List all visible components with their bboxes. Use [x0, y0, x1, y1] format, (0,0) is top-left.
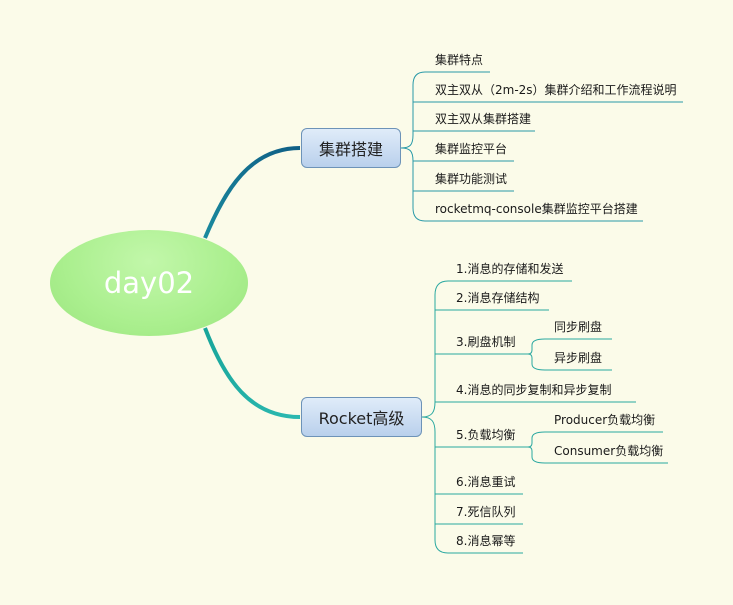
branch-rocket-advanced[interactable]: Rocket高级: [301, 397, 422, 437]
leaf-replication[interactable]: 4.消息的同步复制和异步复制: [456, 383, 612, 397]
branch-cluster-setup[interactable]: 集群搭建: [301, 128, 401, 168]
root-to-cluster-line: [203, 146, 301, 239]
leaf-store-and-send[interactable]: 1.消息的存储和发送: [456, 262, 564, 276]
leaf-consumer-lb[interactable]: Consumer负载均衡: [554, 444, 664, 458]
leaf-cluster-features[interactable]: 集群特点: [435, 53, 484, 67]
leaf-sync-flush[interactable]: 同步刷盘: [554, 320, 603, 334]
leaf-async-flush[interactable]: 异步刷盘: [554, 351, 603, 365]
leaf-flush-mechanism[interactable]: 3.刷盘机制: [456, 335, 516, 349]
root-topic[interactable]: day02: [50, 230, 248, 336]
leaf-producer-lb[interactable]: Producer负载均衡: [554, 413, 656, 427]
cluster-leaf-lines: [400, 71, 683, 222]
leaf-idempotent[interactable]: 8.消息幂等: [456, 534, 516, 548]
leaf-2m2s-setup[interactable]: 双主双从集群搭建: [435, 112, 532, 126]
root-to-rocket-line: [203, 327, 301, 419]
leaf-rocketmq-console[interactable]: rocketmq-console集群监控平台搭建: [435, 202, 638, 216]
leaf-load-balance[interactable]: 5.负载均衡: [456, 428, 516, 442]
rocket-leaf-lines: [421, 280, 668, 554]
leaf-retry[interactable]: 6.消息重试: [456, 475, 516, 489]
leaf-store-structure[interactable]: 2.消息存储结构: [456, 291, 540, 305]
leaf-cluster-test[interactable]: 集群功能测试: [435, 172, 508, 186]
leaf-cluster-monitor[interactable]: 集群监控平台: [435, 142, 508, 156]
leaf-dead-letter[interactable]: 7.死信队列: [456, 505, 516, 519]
leaf-2m2s-intro[interactable]: 双主双从（2m-2s）集群介绍和工作流程说明: [435, 83, 677, 97]
